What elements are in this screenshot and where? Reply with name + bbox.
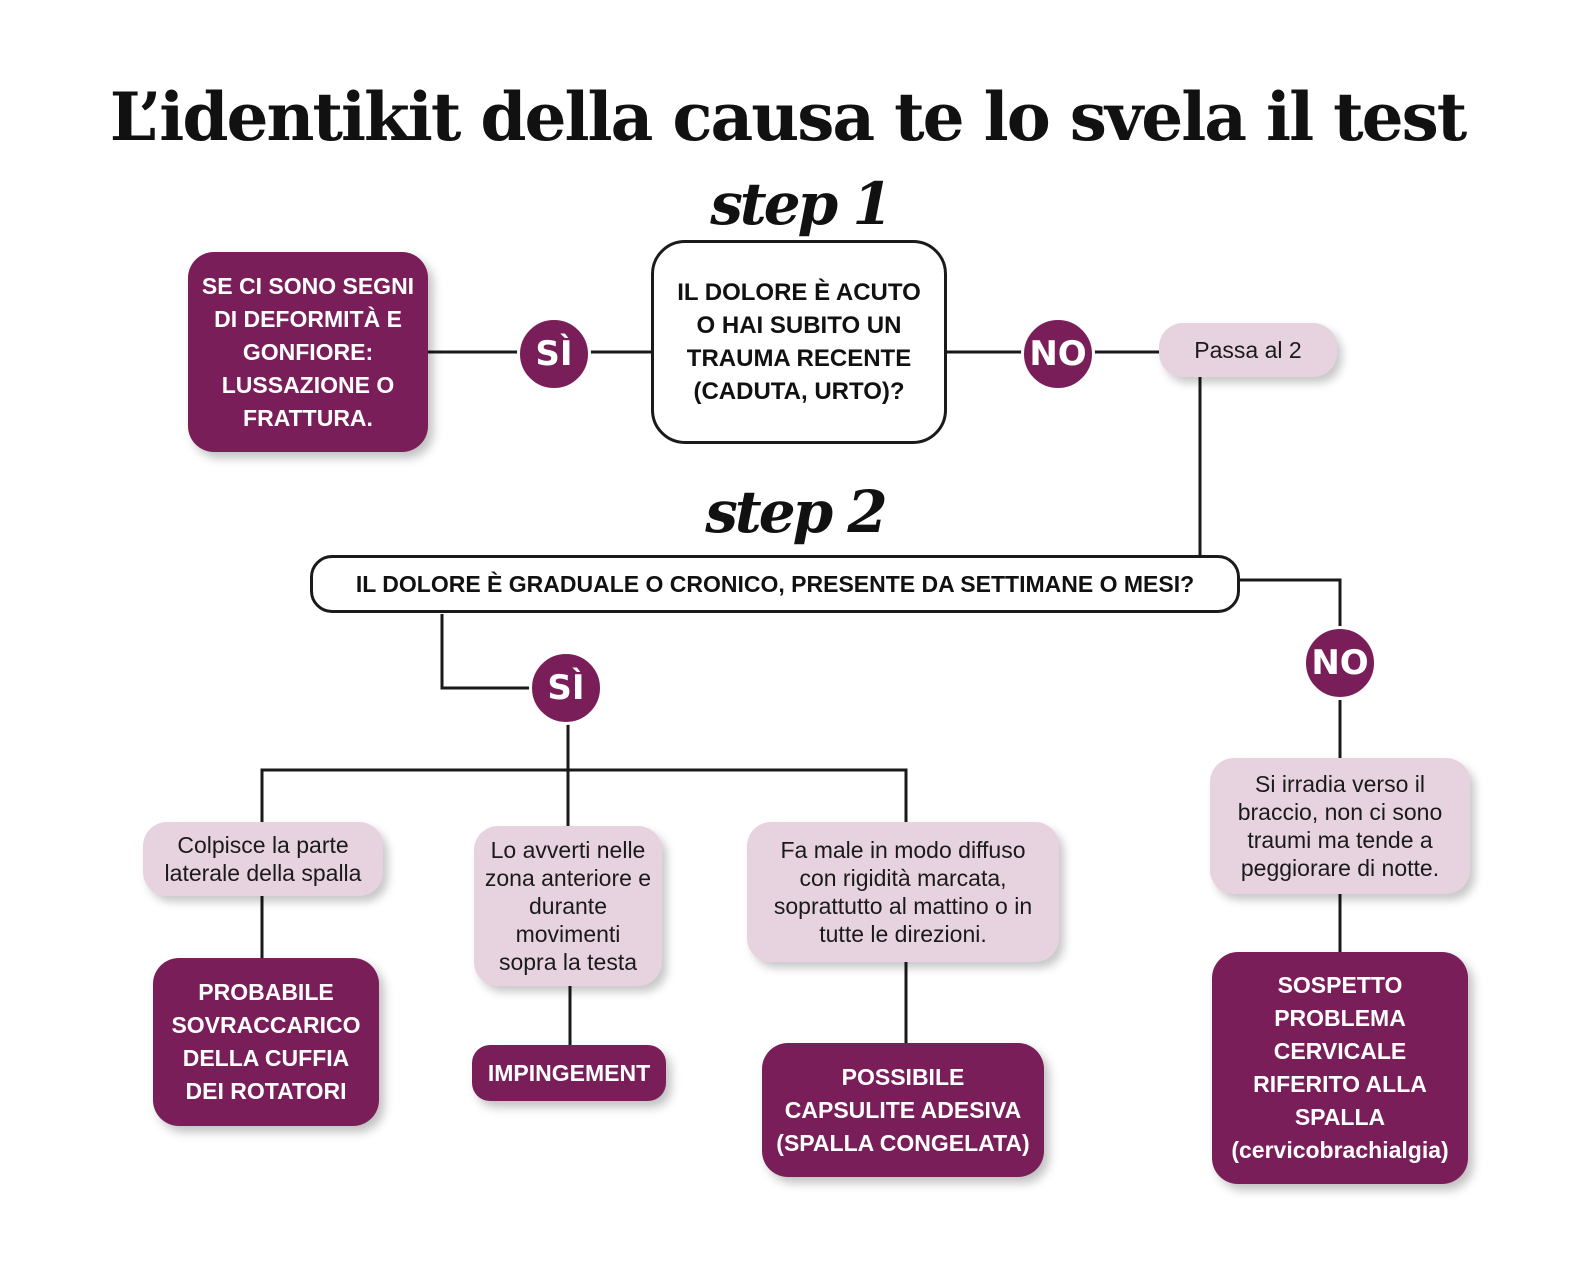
branch-3-symptom: Fa male in modo diffuso con rigidità mar… [747,822,1059,962]
step-1-heading: step 1 [710,170,892,238]
step-1-yes-result: SE CI SONO SEGNI DI DEFORMITÀ E GONFIORE… [188,252,428,452]
step-1-no-result: Passa al 2 [1159,323,1337,377]
branch-3-diagnosis: POSSIBILE CAPSULITE ADESIVA (SPALLA CONG… [762,1043,1044,1177]
branch-1-symptom: Colpisce la parte laterale della spalla [143,822,383,896]
page-title: L’identikit della causa te lo svela il t… [109,78,1468,156]
step-1-question: IL DOLORE È ACUTO O HAI SUBITO UN TRAUMA… [651,240,947,444]
branch-2-diagnosis: IMPINGEMENT [472,1045,666,1101]
step-2-yes-badge: SÌ [529,651,603,725]
step-1-no-badge: NO [1021,317,1095,391]
no-branch-diagnosis-note: (cervicobrachialgia) [1231,1137,1449,1163]
step-1-yes-badge: SÌ [517,317,591,391]
branch-2-symptom: Lo avverti nelle zona anteriore e durant… [474,826,662,986]
step-2-heading: step 2 [705,478,887,546]
no-branch-symptom: Si irradia verso il braccio, non ci sono… [1210,758,1470,894]
step-2-no-badge: NO [1303,626,1377,700]
no-branch-diagnosis-text: SOSPETTO PROBLEMA CERVICALE RIFERITO ALL… [1253,972,1427,1130]
branch-1-diagnosis: PROBABILE SOVRACCARICO DELLA CUFFIA DEI … [153,958,379,1126]
step-2-question: IL DOLORE È GRADUALE O CRONICO, PRESENTE… [310,555,1240,613]
no-branch-diagnosis: SOSPETTO PROBLEMA CERVICALE RIFERITO ALL… [1212,952,1468,1184]
